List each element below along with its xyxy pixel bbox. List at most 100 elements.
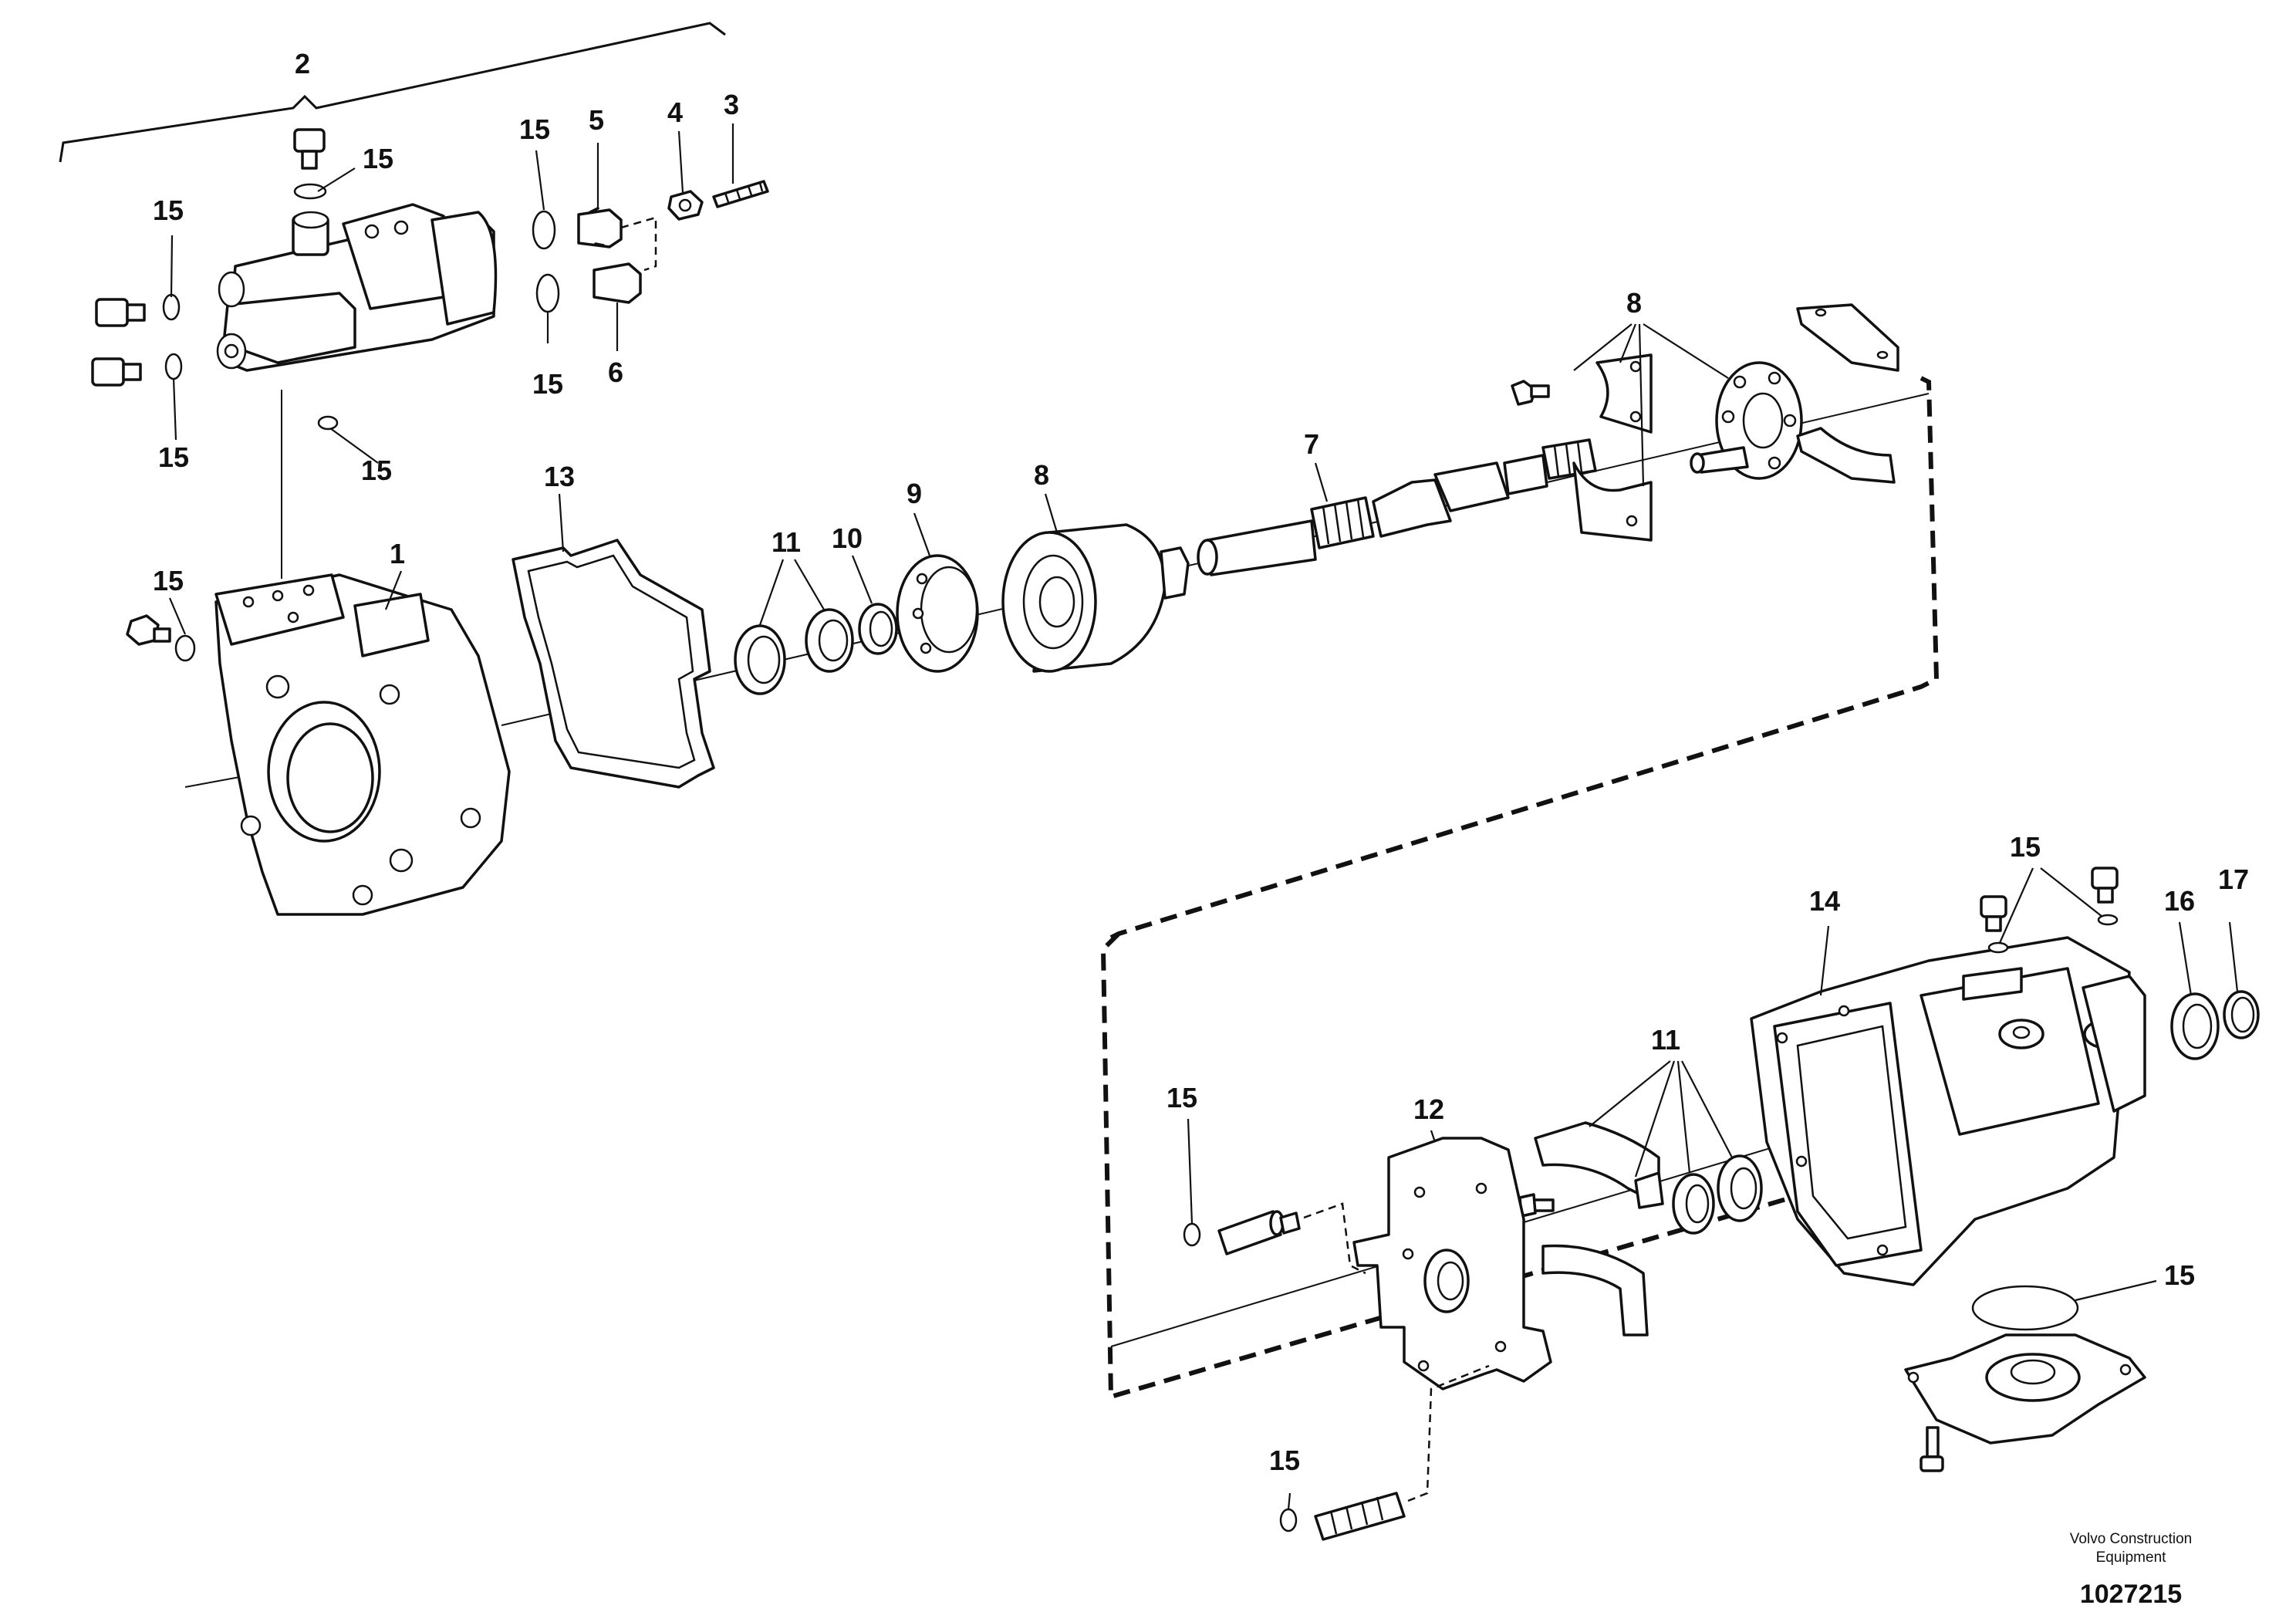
gasket-inner bbox=[527, 554, 696, 769]
brand-line-1: Volvo Construction bbox=[2070, 1531, 2192, 1547]
leader-15-pin-upper bbox=[1187, 1118, 1194, 1225]
seal-ring-10 bbox=[858, 603, 898, 655]
leader-8c bbox=[1638, 323, 1645, 487]
leader-1 bbox=[384, 570, 403, 610]
adjuster-plug-5 bbox=[532, 207, 623, 250]
leader-15-valve-top bbox=[317, 167, 356, 192]
leader-15-valve-left-b bbox=[172, 377, 177, 441]
callout-17: 17 bbox=[2218, 863, 2249, 895]
callout-10: 10 bbox=[832, 522, 863, 554]
leader-11c bbox=[1589, 1060, 1671, 1127]
leader-15-pin-lower bbox=[1287, 1492, 1292, 1510]
guide-pin-lower bbox=[1279, 1492, 1406, 1541]
bearing-cup-11 bbox=[734, 624, 786, 695]
valve-bolt-left-upper bbox=[95, 293, 181, 327]
leader-12 bbox=[1430, 1130, 1437, 1143]
retainer-bracket-upper bbox=[1595, 353, 1653, 434]
pump-housing bbox=[214, 573, 511, 916]
lock-nut-4 bbox=[667, 190, 704, 221]
leader-11f bbox=[1681, 1060, 1733, 1158]
callout-13: 13 bbox=[544, 461, 575, 492]
retaining-plate-8 bbox=[1690, 361, 1803, 480]
callout-7: 7 bbox=[1304, 428, 1319, 460]
leader-11a bbox=[758, 559, 785, 626]
callout-15: 15 bbox=[158, 441, 189, 473]
leader-11d bbox=[1634, 1060, 1676, 1178]
group-brace bbox=[59, 22, 726, 163]
leader-16 bbox=[2178, 921, 2193, 996]
retainer-bracket-lower bbox=[1572, 461, 1653, 542]
leader-11e bbox=[1676, 1060, 1691, 1174]
leader-7 bbox=[1314, 462, 1329, 502]
callout-8: 8 bbox=[1626, 287, 1642, 319]
clamp-segment-lower bbox=[1796, 427, 1896, 484]
leader-15-housing bbox=[168, 597, 187, 635]
plug-link bbox=[620, 216, 657, 272]
callout-15: 15 bbox=[363, 143, 393, 174]
bearing-16 bbox=[2170, 992, 2220, 1060]
callout-15: 15 bbox=[2010, 831, 2041, 863]
leader-8-block bbox=[1044, 493, 1059, 533]
leader-8b bbox=[1619, 323, 1637, 363]
leader-14 bbox=[1819, 925, 1830, 996]
leader-15-valve-bottom bbox=[329, 427, 379, 464]
cover-plate bbox=[1904, 1333, 2146, 1445]
leader-17 bbox=[2228, 921, 2239, 992]
callout-15: 15 bbox=[1167, 1082, 1197, 1113]
callout-15: 15 bbox=[519, 113, 550, 145]
clamp-segment-upper bbox=[1796, 303, 1899, 372]
callout-5: 5 bbox=[589, 104, 604, 136]
adjuster-plug-6 bbox=[535, 262, 642, 313]
callout-16: 16 bbox=[2164, 885, 2195, 917]
bracket-screw bbox=[1511, 380, 1550, 406]
callout-15: 15 bbox=[153, 194, 184, 226]
callout-15: 15 bbox=[532, 368, 563, 400]
leader-4 bbox=[677, 130, 684, 194]
leader-15-plug-b bbox=[2040, 867, 2103, 917]
leader-8a bbox=[1573, 323, 1633, 371]
bearing-cone-11-lower bbox=[1672, 1173, 1715, 1235]
flange-plate-9 bbox=[896, 554, 979, 673]
set-screw-3 bbox=[712, 180, 769, 208]
housing-bolt bbox=[126, 614, 196, 662]
callout-15: 15 bbox=[1269, 1445, 1300, 1476]
leader-15-cover bbox=[2075, 1279, 2157, 1302]
cradle-screw bbox=[1518, 1193, 1555, 1218]
leader-9 bbox=[913, 512, 931, 556]
valve-bolt-top bbox=[293, 128, 327, 200]
leader-15-plug-a bbox=[1998, 867, 2034, 944]
leader-11b bbox=[794, 559, 825, 610]
port-plate-12 bbox=[1352, 1137, 1552, 1391]
cylinder-block-8 bbox=[1001, 523, 1190, 673]
document-number: 1027215 bbox=[2080, 1580, 2182, 1609]
leader-10 bbox=[851, 555, 873, 604]
callout-14: 14 bbox=[1809, 885, 1840, 917]
snap-ring-17 bbox=[2223, 990, 2260, 1039]
callout-11: 11 bbox=[1651, 1024, 1680, 1056]
bearing-cup-11-lower bbox=[1717, 1154, 1763, 1222]
leader-15-valve-left-a bbox=[170, 235, 174, 298]
leader-13 bbox=[558, 493, 565, 552]
housing-plug-left bbox=[1980, 895, 2009, 954]
cradle-segment-upper bbox=[1534, 1121, 1664, 1209]
drive-shaft-7 bbox=[1197, 438, 1597, 576]
callout-8: 8 bbox=[1034, 459, 1049, 491]
cover-screw bbox=[1920, 1426, 1944, 1472]
callout-12: 12 bbox=[1413, 1093, 1444, 1125]
brand-line-2: Equipment bbox=[2096, 1549, 2167, 1566]
callout-15: 15 bbox=[2164, 1259, 2195, 1291]
callout-15: 15 bbox=[153, 565, 184, 596]
control-valve-block bbox=[216, 203, 498, 372]
callout-15: 15 bbox=[361, 454, 392, 486]
cradle-segment-lower bbox=[1541, 1244, 1649, 1336]
housing-plug-right bbox=[2091, 867, 2119, 926]
callout-1: 1 bbox=[390, 538, 405, 569]
swash-housing-14 bbox=[1750, 936, 2146, 1286]
valve-bolt-left-lower bbox=[91, 353, 183, 387]
guide-pin-upper bbox=[1183, 1210, 1301, 1255]
callout-2: 2 bbox=[295, 48, 310, 79]
pin-link-lower bbox=[1407, 1364, 1490, 1502]
pin-link-upper bbox=[1303, 1202, 1366, 1275]
bearing-cone-11 bbox=[805, 608, 854, 673]
